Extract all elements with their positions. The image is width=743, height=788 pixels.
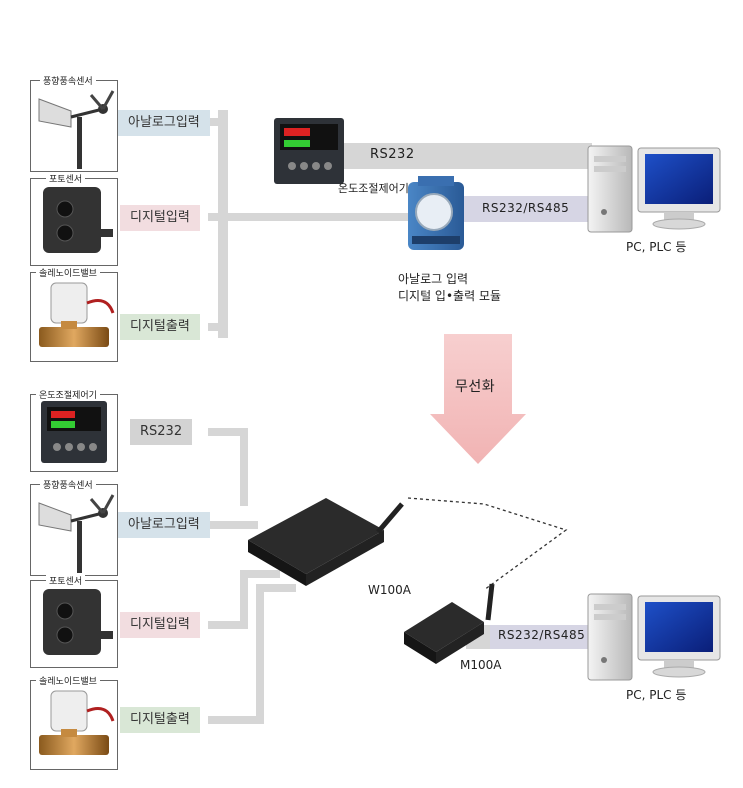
io-module: [408, 176, 464, 250]
solenoid-valve-icon: [39, 690, 115, 755]
temperature-controller-top: [274, 118, 344, 184]
sensor-title: 포토센서: [46, 172, 86, 185]
photo-sensor-icon: [43, 589, 113, 655]
analog-input-tag: 아날로그입력: [118, 110, 210, 136]
m100a-label: M100A: [460, 658, 502, 672]
sensor-frame-anemometer-top: [30, 80, 118, 172]
module-label-line2: 디지털 입•출력 모듈: [398, 289, 502, 303]
sensor-frame-valve-top: [30, 272, 118, 362]
sensor-title: 포토센서: [46, 574, 86, 587]
sensor-title: 풍향풍속센서: [40, 74, 96, 87]
bottom-wires: [208, 428, 591, 724]
m100a-device: [404, 583, 495, 664]
controller-label-top: 온도조절제어기: [338, 182, 409, 195]
sensor-frame-valve-bottom: [30, 680, 118, 770]
digital-input-tag: 디지털입력: [120, 612, 200, 638]
digital-output-tag: 디지털출력: [120, 314, 200, 340]
rs232-tag-bottom: RS232: [130, 419, 193, 445]
pc-bottom: [587, 593, 721, 681]
wireless-arrow: [430, 334, 526, 464]
rs485-band-bottom: [490, 625, 591, 649]
anemometer-icon: [38, 494, 115, 573]
photo-sensor-icon: [43, 187, 113, 253]
solenoid-valve-icon: [39, 282, 115, 347]
rs232-485-label-bottom: RS232/RS485: [498, 628, 586, 642]
w100a-device: [248, 498, 404, 586]
wireless-arrow-label: 무선화: [455, 379, 496, 395]
sensor-title: 솔레노이드밸브: [36, 266, 100, 279]
w100a-label: W100A: [368, 583, 411, 597]
digital-input-tag: 디지털입력: [120, 205, 200, 231]
rs232-485-label-top: RS232/RS485: [482, 201, 570, 215]
module-label-line1: 아날로그 입력: [398, 272, 469, 286]
temperature-controller-icon: [41, 401, 107, 463]
top-wires: [208, 110, 592, 338]
rs485-band-top: [455, 196, 590, 222]
digital-output-tag: 디지털출력: [120, 707, 200, 733]
pc-label-bottom: PC, PLC 등: [626, 688, 687, 702]
anemometer-icon: [38, 90, 115, 169]
rs232-label-top: RS232: [370, 147, 415, 162]
sensor-frame-controller-bottom: [30, 394, 118, 472]
pc-top: [587, 145, 721, 233]
sensor-frame-photo-top: [30, 178, 118, 266]
sensor-title: 풍향풍속센서: [40, 478, 96, 491]
analog-input-tag: 아날로그입력: [118, 512, 210, 538]
sensor-title: 온도조절제어기: [36, 388, 100, 401]
sensor-frame-anemometer-bottom: [30, 484, 118, 576]
pc-label-top: PC, PLC 등: [626, 240, 687, 254]
sensor-frame-photo-bottom: [30, 580, 118, 668]
sensor-title: 솔레노이드밸브: [36, 674, 100, 687]
wireless-link: [407, 497, 568, 591]
